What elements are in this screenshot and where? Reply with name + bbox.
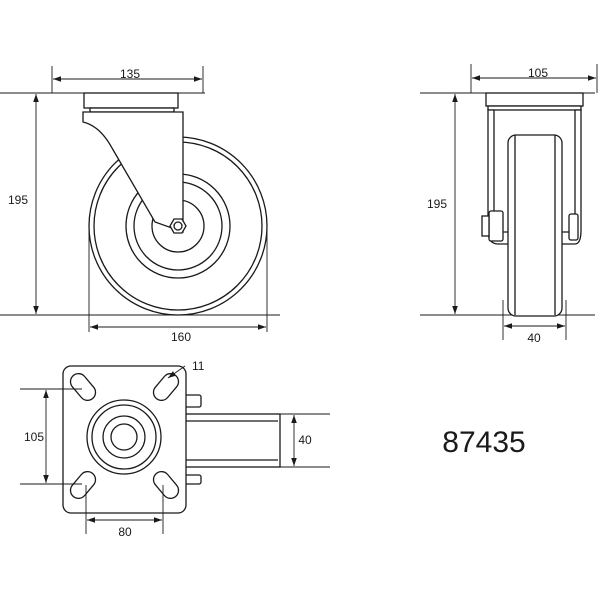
dimension-slot-width: 11 [192,359,205,373]
dimension-bolt-spacing-y: 105 [24,430,44,444]
dimension-plate-width: 105 [528,66,548,80]
dimension-height: 195 [8,193,28,207]
wheel-top [182,413,281,468]
axle-nut [169,218,187,234]
dimension-wheel-width: 40 [527,331,541,345]
dimension-wheel-width: 40 [298,433,312,447]
leader-line-slot-width [167,365,186,379]
mounting-plate [83,92,179,109]
bolt-slot [152,470,180,500]
dimension-plate-width: 135 [120,67,140,81]
wheel-tread [507,134,563,317]
mounting-plate [485,92,584,107]
dimension-wheel-diameter: 160 [171,330,191,344]
bolt-slot [69,470,97,500]
bolt-slot [69,372,97,402]
dimension-height: 195 [427,197,447,211]
axle-end [481,215,490,237]
top-view: 105 80 40 11 [20,359,330,539]
front-view: 105 195 40 [420,64,598,345]
part-number: 87435 [442,426,525,459]
swivel-bearing [487,105,582,111]
kingpin [86,399,162,475]
axle [173,221,183,231]
side-view: 135 195 160 [0,66,280,344]
dimension-bolt-spacing-x: 80 [118,525,132,539]
axle-cap [568,213,579,241]
fork-arm [82,111,184,233]
axle-nut [488,210,504,242]
